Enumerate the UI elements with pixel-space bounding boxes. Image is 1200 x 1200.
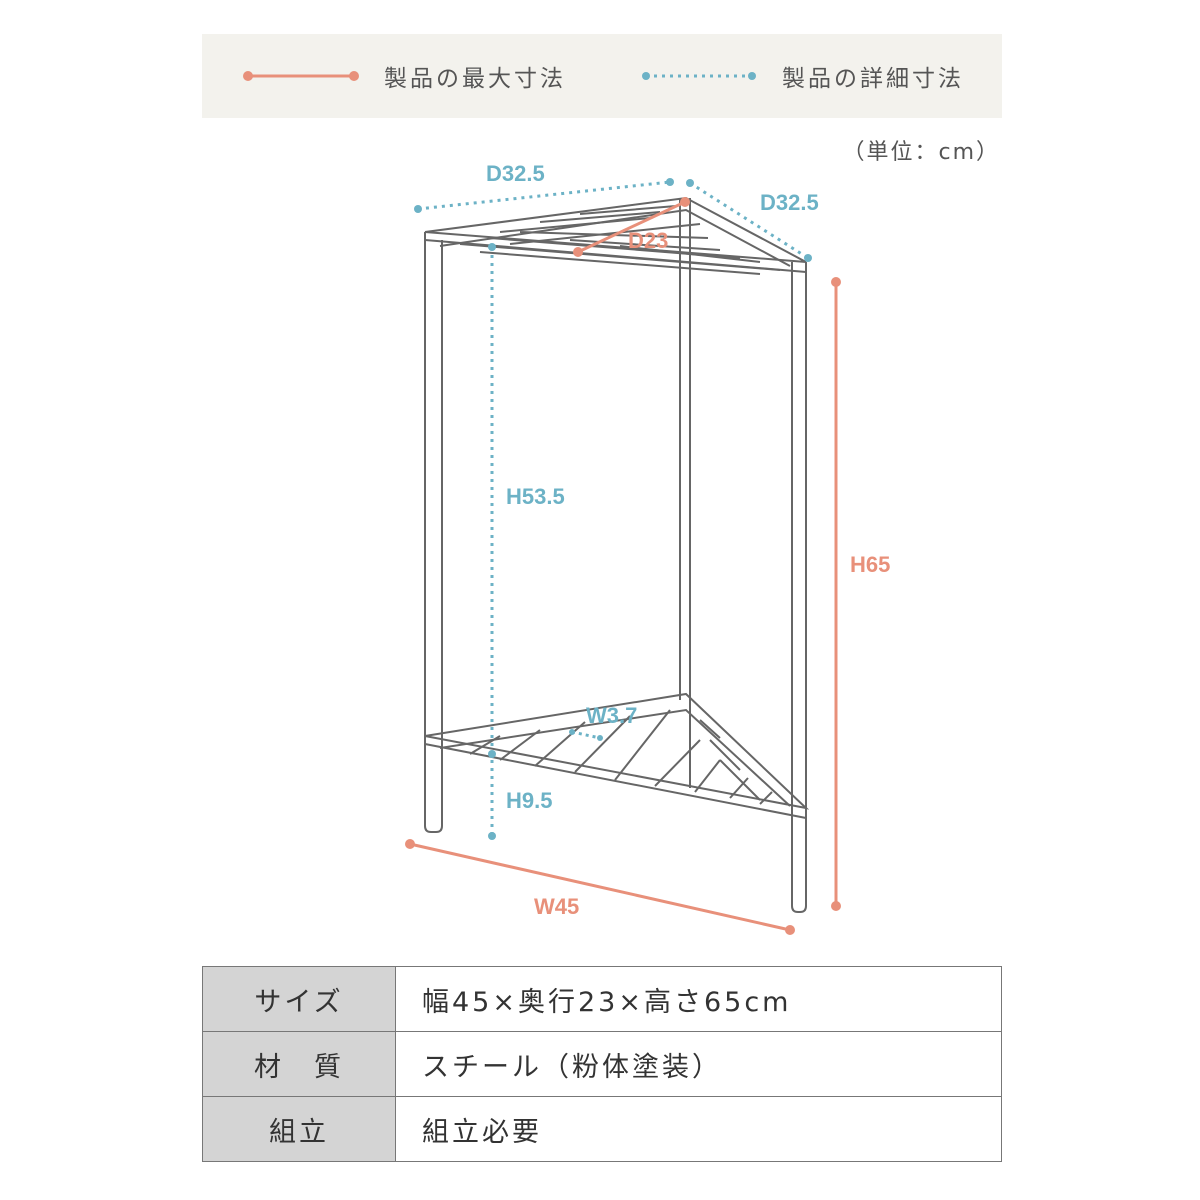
- spec-key: 組立: [202, 1096, 396, 1162]
- legend-detail-label: 製品の詳細寸法: [782, 66, 964, 92]
- spec-value: 幅45×奥行23×高さ65cm: [395, 966, 1002, 1032]
- spec-value: スチール（粉体塗装）: [395, 1031, 1002, 1097]
- solid-line-marker: [242, 69, 360, 83]
- spec-key: 材 質: [202, 1031, 396, 1097]
- label-depth-inner: D23: [628, 228, 668, 253]
- corner-shelf-diagram: D32.5 D32.5 D23 H53.5 H65 W3.7 H9.5 W45: [405, 161, 890, 935]
- spec-row-size: サイズ 幅45×奥行23×高さ65cm: [202, 966, 1002, 1032]
- legend-max-label: 製品の最大寸法: [384, 66, 566, 92]
- unit-label: （単位：cm）: [842, 140, 1000, 165]
- spec-value: 組立必要: [395, 1096, 1002, 1162]
- legend-max-dimension: 製品の最大寸法: [242, 34, 566, 118]
- spec-key: サイズ: [202, 966, 396, 1032]
- spec-row-assembly: 組立 組立必要: [202, 1096, 1002, 1162]
- legend-panel: 製品の最大寸法 製品の詳細寸法: [202, 34, 1002, 118]
- label-slat-gap: W3.7: [586, 703, 637, 728]
- label-height-bottom: H9.5: [506, 788, 552, 813]
- label-width-total: W45: [534, 894, 579, 919]
- dimension-lines: [405, 178, 841, 935]
- shelf-frame-drawing: [424, 196, 810, 913]
- legend-detail-dimension: 製品の詳細寸法: [640, 34, 964, 118]
- label-height-inner: H53.5: [506, 484, 565, 509]
- label-depth-right: D32.5: [760, 190, 819, 215]
- spec-row-material: 材 質 スチール（粉体塗装）: [202, 1031, 1002, 1097]
- label-depth-left: D32.5: [486, 161, 545, 186]
- dotted-line-marker: [640, 69, 758, 83]
- spec-table: サイズ 幅45×奥行23×高さ65cm 材 質 スチール（粉体塗装） 組立 組立…: [202, 966, 1002, 1162]
- label-height-total: H65: [850, 552, 890, 577]
